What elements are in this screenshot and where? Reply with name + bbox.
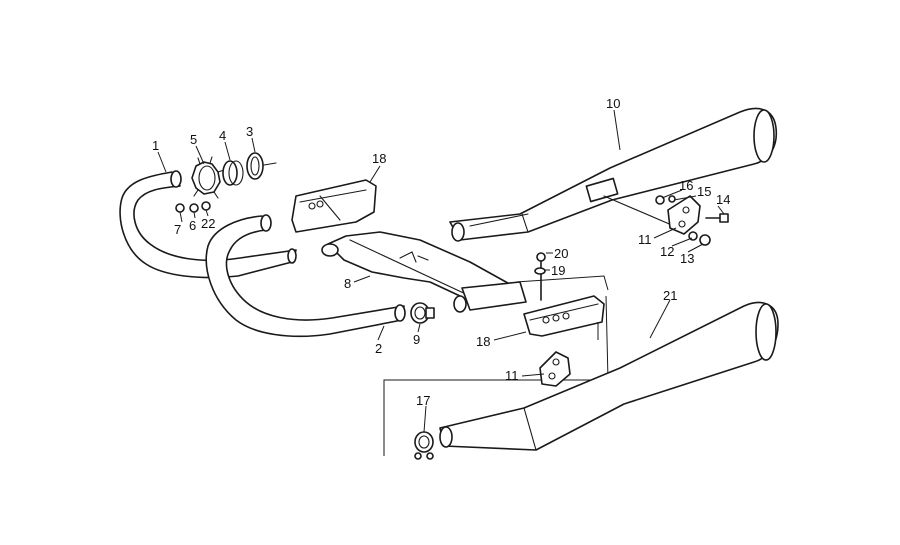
callout-2: 2 xyxy=(375,341,382,356)
silencer-10 xyxy=(449,107,778,242)
clamp-9 xyxy=(410,302,435,324)
mount-plate-11-lower xyxy=(539,351,571,387)
screw-20 xyxy=(536,252,546,301)
header-pipe-1 xyxy=(119,170,297,279)
gasket-4 xyxy=(222,160,244,186)
callout-16: 16 xyxy=(679,178,693,193)
callout-22: 22 xyxy=(201,216,215,231)
callout-21: 21 xyxy=(663,288,677,303)
bolt-14 xyxy=(705,213,729,223)
callout-3: 3 xyxy=(246,124,253,139)
ring-3 xyxy=(246,152,277,180)
silencer-21 xyxy=(439,301,779,451)
bracket-18-upper xyxy=(291,179,377,233)
callout-20: 20 xyxy=(554,246,568,261)
callout-19: 19 xyxy=(551,263,565,278)
callout-13: 13 xyxy=(680,251,694,266)
callout-17: 17 xyxy=(416,393,430,408)
callout-11-lower: 11 xyxy=(505,368,519,383)
nut-13 xyxy=(699,234,711,246)
callout-8: 8 xyxy=(344,276,351,291)
washer-nut-group-6-7-22 xyxy=(175,201,211,213)
callout-12: 12 xyxy=(660,244,674,259)
callout-labels: 1 5 4 3 7 6 22 18 8 2 9 18 20 19 10 16 1… xyxy=(152,96,730,408)
washer-15 xyxy=(668,195,676,203)
crossover-pipe-8 xyxy=(321,231,527,313)
callout-15: 15 xyxy=(697,184,711,199)
clamp-17 xyxy=(414,431,434,460)
ring-nut-5 xyxy=(191,156,225,199)
callout-10: 10 xyxy=(606,96,620,111)
callout-9: 9 xyxy=(413,332,420,347)
callout-4: 4 xyxy=(219,128,226,143)
callout-18-lower: 18 xyxy=(476,334,490,349)
mount-plate-11-upper xyxy=(667,195,701,235)
leader-lines xyxy=(157,109,725,433)
callout-7: 7 xyxy=(174,222,181,237)
callout-11-upper: 11 xyxy=(638,232,652,247)
bracket-18-lower xyxy=(523,295,605,337)
header-pipe-2 xyxy=(205,214,406,338)
callout-14: 14 xyxy=(716,192,730,207)
assembly-frame-lines xyxy=(383,275,609,456)
callout-1: 1 xyxy=(152,138,159,153)
callout-18-upper: 18 xyxy=(372,151,386,166)
callout-5: 5 xyxy=(190,132,197,147)
washer-19 xyxy=(534,267,546,275)
callout-6: 6 xyxy=(189,218,196,233)
